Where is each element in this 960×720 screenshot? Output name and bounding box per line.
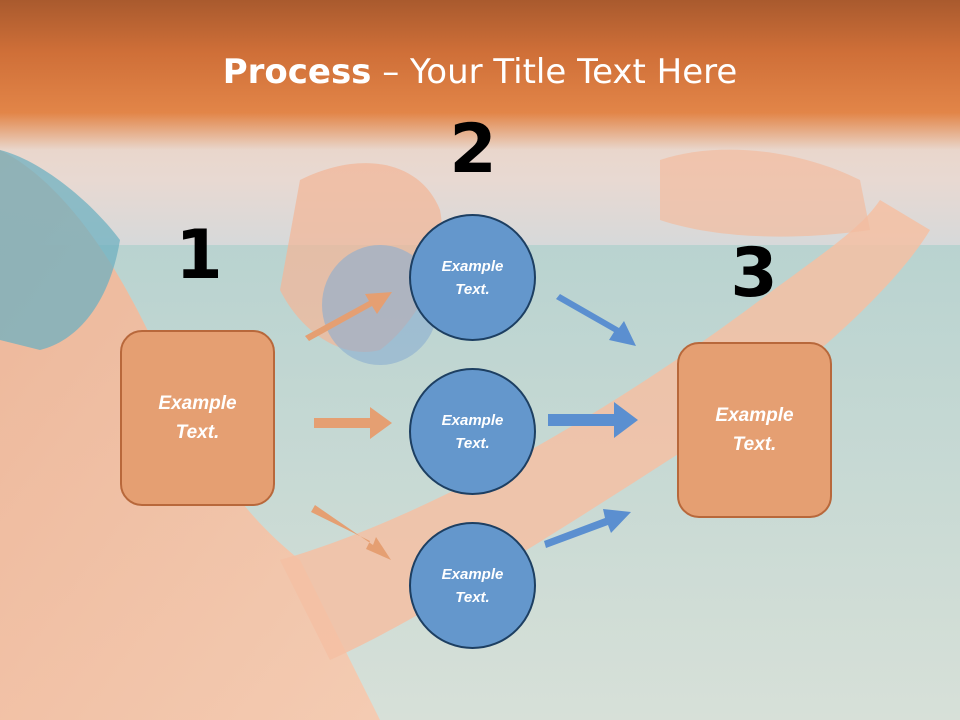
arrow-top-to-right <box>556 294 636 346</box>
circle-bottom-label: Example Text. <box>441 565 504 606</box>
process-circle-middle: Example Text. <box>409 368 536 495</box>
process-box-step-3: Example Text. <box>677 342 832 518</box>
page-title: Process – Your Title Text Here <box>0 52 960 92</box>
process-circle-bottom: Example Text. <box>409 522 536 649</box>
step-number-1: 1 <box>175 216 223 295</box>
box-3-label: Example Text. <box>715 405 794 455</box>
process-box-step-1: Example Text. <box>120 330 275 506</box>
circle-middle-label: Example Text. <box>441 411 504 452</box>
arrow-bottom-to-right <box>544 509 631 548</box>
title-bar <box>0 0 960 150</box>
arrow-left-to-top <box>305 292 392 341</box>
step-number-3: 3 <box>730 234 778 313</box>
arrow-left-to-bottom <box>311 505 391 560</box>
process-circle-top: Example Text. <box>409 214 536 341</box>
title-bold: Process <box>222 52 372 92</box>
circle-top-label: Example Text. <box>441 257 504 298</box>
step-number-2: 2 <box>449 110 497 189</box>
arrow-left-to-middle <box>314 407 392 439</box>
box-1-label: Example Text. <box>158 393 237 443</box>
title-rest: – Your Title Text Here <box>371 52 738 92</box>
arrow-middle-to-right <box>548 402 638 438</box>
